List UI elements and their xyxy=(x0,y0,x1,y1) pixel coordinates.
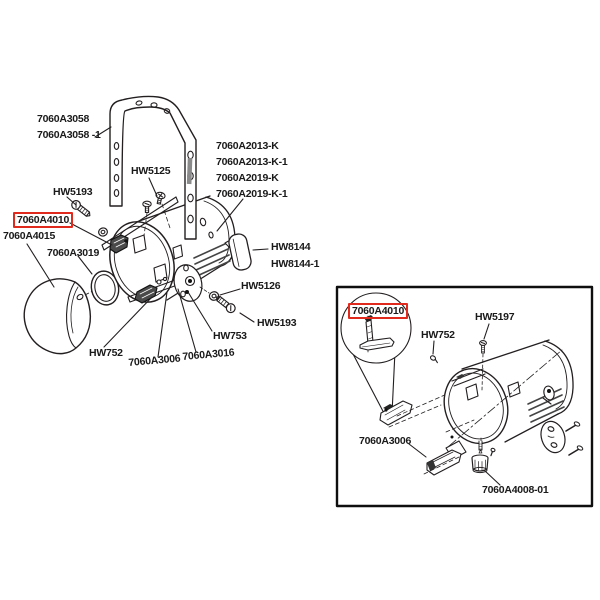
yoke-label-strip xyxy=(186,157,193,185)
part-label-hw8144: HW8144 xyxy=(271,241,311,253)
plate-screw-a xyxy=(565,421,581,432)
part-label-hw5126: HW5126 xyxy=(241,280,281,292)
part-label-7060a2019-k: 7060A2019-K xyxy=(216,172,279,184)
bracket-7060A4010 xyxy=(109,234,129,254)
part-label-7060a4015: 7060A4015 xyxy=(3,230,56,242)
yoke-hole xyxy=(150,102,158,108)
part-label-hw752: HW752 xyxy=(89,347,123,359)
plate-assembly xyxy=(173,264,210,302)
inset-bracket-7060A3006 xyxy=(423,440,467,476)
interior-slot xyxy=(132,234,147,254)
screw-hw5125-b xyxy=(155,191,166,205)
bracket-7060A3006 xyxy=(134,284,158,304)
part-label-7060a3058-1: 7060A3058 -1 xyxy=(37,129,101,141)
flange-hole xyxy=(208,231,214,239)
inset-part-label-7060a4008-01: 7060A4008-01 xyxy=(482,484,549,496)
yoke-hole xyxy=(113,142,120,150)
highlighted-part-label-7060a4010-inset: 7060A4010 xyxy=(348,303,409,319)
part-label-hw753: HW753 xyxy=(213,330,247,342)
part-label-7060a2013-k: 7060A2013-K xyxy=(216,140,279,152)
part-label-hw5193-upper: HW5193 xyxy=(53,186,93,198)
screws-washers xyxy=(71,191,236,314)
magnifier-cone-line xyxy=(351,351,387,418)
inset-panel xyxy=(335,285,594,508)
interior-slot xyxy=(465,383,479,401)
part-label-7060a2019-k1: 7060A2019-K-1 xyxy=(216,188,288,200)
inset-part-label-hw752: HW752 xyxy=(421,329,455,341)
knob-hw8144 xyxy=(224,233,252,271)
part-label-hw5125: HW5125 xyxy=(131,165,171,177)
yoke-hole xyxy=(113,174,120,182)
top-rail xyxy=(101,196,179,254)
inset-foot-7060A4008 xyxy=(471,440,496,474)
part-label-7060a3019: 7060A3019 xyxy=(47,247,100,259)
inset-part-label-hw5197: HW5197 xyxy=(475,311,515,323)
leader-lines-main xyxy=(26,126,269,358)
part-label-hw8144-1: HW8144-1 xyxy=(271,258,320,270)
magnifier-cone-line xyxy=(391,350,396,415)
yoke-hole xyxy=(135,100,143,106)
yoke-hole xyxy=(187,193,194,203)
flange-hole xyxy=(199,217,207,227)
main-diagram xyxy=(23,95,269,358)
inset-oval-plate xyxy=(540,420,584,456)
bottom-rail xyxy=(127,273,195,304)
inset-screw-hw5197 xyxy=(479,340,487,354)
foot-side-screw xyxy=(490,447,496,457)
washer-upper xyxy=(98,227,108,237)
plate-screw-b xyxy=(568,445,584,456)
screw-hw5125-a xyxy=(142,200,152,214)
part-label-7060a3058: 7060A3058 xyxy=(37,113,90,125)
inset-part-label-7060a3006: 7060A3006 xyxy=(359,435,412,447)
part-label-7060a2013-k1: 7060A2013-K-1 xyxy=(216,156,288,168)
vent-slats xyxy=(193,242,231,277)
screw-hw5193-lower xyxy=(216,296,236,314)
interior-slot xyxy=(172,244,184,260)
leader-lines-inset xyxy=(408,323,501,486)
inset-screw-hw752 xyxy=(429,355,438,364)
screw-hw5193-upper xyxy=(71,200,91,217)
inset-bracket-7060A4010 xyxy=(379,393,448,428)
reflector-cone xyxy=(23,278,92,355)
magnifier-circle xyxy=(340,292,412,364)
yoke-hole xyxy=(113,158,120,166)
inset-housing-body xyxy=(443,339,574,454)
yoke-hole xyxy=(187,214,194,224)
yoke-hole xyxy=(163,108,171,114)
part-label-hw5193-lower: HW5193 xyxy=(257,317,297,329)
yoke-bracket xyxy=(109,95,197,240)
highlighted-part-label-7060a4010-main: 7060A4010 xyxy=(13,212,74,228)
yoke-hole xyxy=(113,189,120,197)
